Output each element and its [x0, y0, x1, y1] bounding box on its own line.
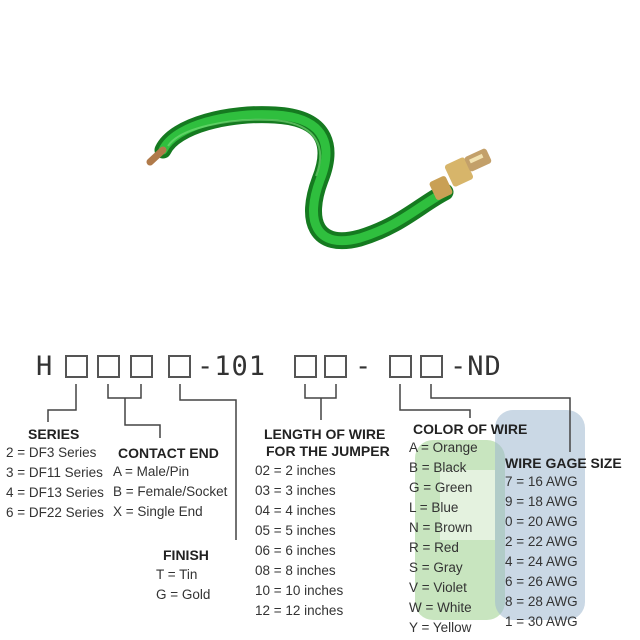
length-connector [304, 384, 337, 420]
part-number-suffix: -ND [450, 351, 502, 382]
gage-item: 7 = 16 AWG [505, 474, 578, 489]
gage-item: 1 = 30 AWG [505, 614, 578, 629]
length-item: 05 = 5 inches [255, 523, 336, 538]
wire-highlight [158, 110, 450, 246]
color-item: G = Green [409, 480, 473, 495]
series-heading: SERIES [28, 426, 80, 442]
length-heading-line2: FOR THE JUMPER [266, 443, 390, 459]
color-item: L = Blue [409, 500, 459, 515]
finish-item: T = Tin [156, 567, 198, 582]
length-item: 12 = 12 inches [255, 603, 344, 618]
series-connector [47, 384, 77, 422]
length-item: 10 = 10 inches [255, 583, 344, 598]
color-item: R = Red [409, 540, 459, 555]
part-number-prefix: H [36, 351, 54, 382]
contact-end-item: A = Male/Pin [113, 464, 190, 479]
contact-end-heading: CONTACT END [118, 445, 219, 461]
finish-item: G = Gold [156, 587, 211, 602]
color-item: V = Violet [409, 580, 467, 595]
color-item: S = Gray [409, 560, 463, 575]
gage-item: 9 = 18 AWG [505, 494, 578, 509]
contact-end-code-box-1 [97, 355, 120, 378]
gage-item: 8 = 28 AWG [505, 594, 578, 609]
bare-conductor [146, 146, 167, 166]
gage-item: 4 = 24 AWG [505, 554, 578, 569]
part-number-separator: - [355, 351, 373, 382]
length-code-box-2 [324, 355, 347, 378]
series-item: 6 = DF22 Series [6, 505, 104, 520]
gage-heading: WIRE GAGE SIZE [505, 455, 622, 471]
contact-end-connector [107, 384, 161, 438]
length-code-box-1 [294, 355, 317, 378]
length-item: 08 = 8 inches [255, 563, 336, 578]
crimp-terminal [429, 148, 492, 200]
gage-code-box [420, 355, 443, 378]
part-number-middle: -101 [197, 351, 267, 382]
contact-end-code-box-2 [130, 355, 153, 378]
wire-shine [167, 118, 322, 177]
length-heading-line1: LENGTH OF WIRE [264, 426, 386, 442]
length-item: 02 = 2 inches [255, 463, 336, 478]
finish-heading: FINISH [163, 547, 209, 563]
color-heading: COLOR OF WIRE [413, 421, 528, 437]
contact-end-item: B = Female/Socket [113, 484, 228, 499]
color-item: A = Orange [409, 440, 478, 455]
color-item: N = Brown [409, 520, 473, 535]
length-item: 04 = 4 inches [255, 503, 336, 518]
series-item: 3 = DF11 Series [6, 465, 103, 480]
gage-item: 6 = 26 AWG [505, 574, 578, 589]
finish-connector [179, 384, 237, 540]
contact-end-item: X = Single End [113, 504, 203, 519]
color-connector [399, 384, 471, 418]
color-item: W = White [409, 600, 472, 615]
series-code-box [65, 355, 88, 378]
length-item: 06 = 6 inches [255, 543, 336, 558]
gage-item: 0 = 20 AWG [505, 514, 578, 529]
series-item: 4 = DF13 Series [6, 485, 104, 500]
color-item: Y = Yellow [409, 620, 472, 635]
color-code-box [389, 355, 412, 378]
gage-item: 2 = 22 AWG [505, 534, 578, 549]
jumper-wire-photo [146, 106, 492, 250]
color-item: B = Black [409, 460, 467, 475]
series-item: 2 = DF3 Series [6, 445, 97, 460]
gage-connector [430, 384, 571, 452]
length-item: 03 = 3 inches [255, 483, 336, 498]
finish-code-box [168, 355, 191, 378]
